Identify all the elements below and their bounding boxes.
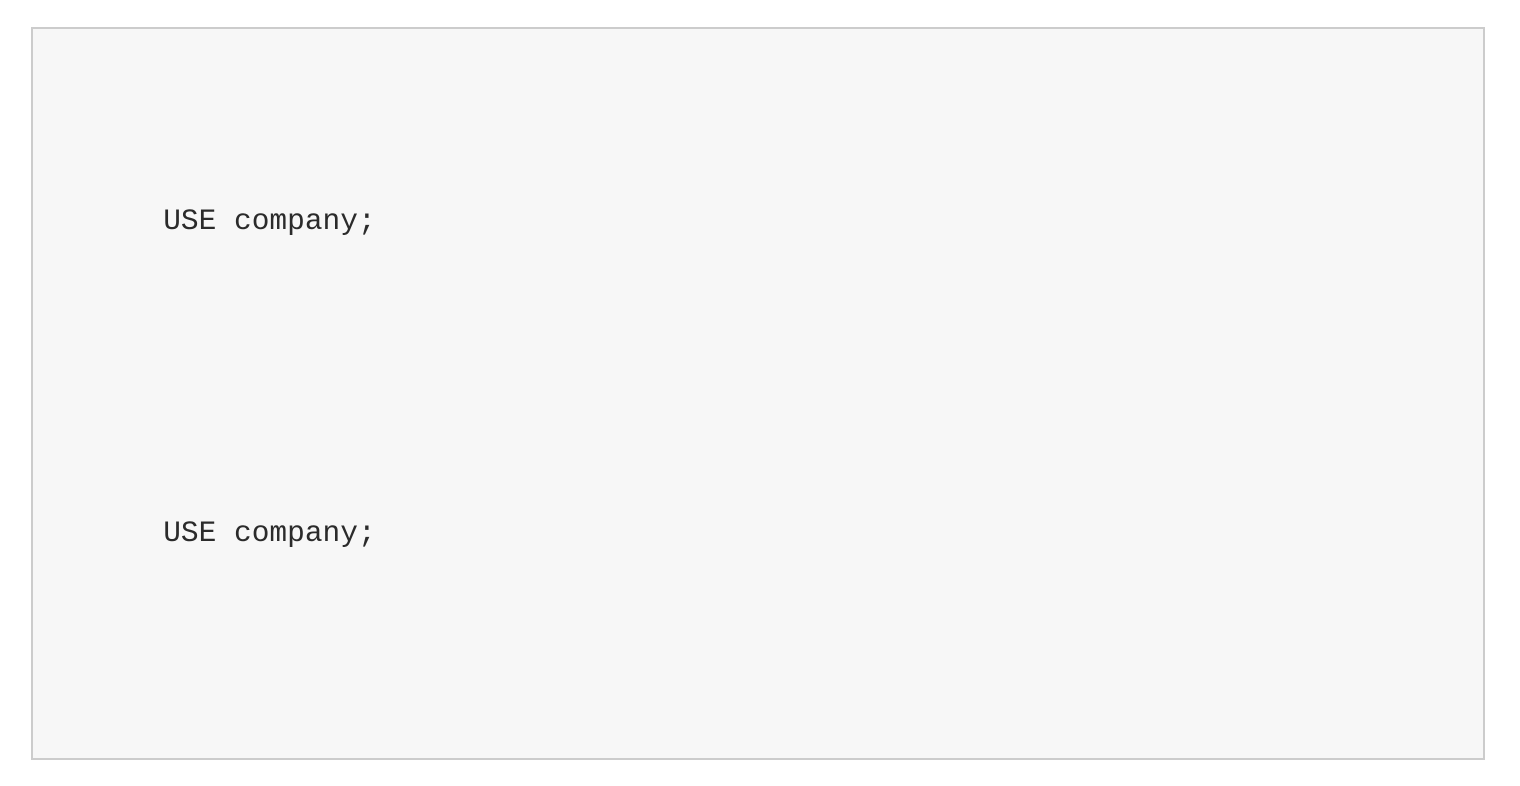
code-text-area[interactable]: USE company; USE company; WITH EmpCTE AS… (57, 46, 1483, 758)
code-line[interactable]: USE company; (57, 163, 1483, 238)
sql-code-editor-panel[interactable]: USE company; USE company; WITH EmpCTE AS… (31, 27, 1485, 760)
code-line[interactable]: USE company; (57, 475, 1483, 550)
code-line-blank[interactable] (57, 631, 1483, 670)
code-line-text: USE company; (163, 516, 376, 550)
code-line-text: USE company; (163, 204, 376, 238)
code-line-blank[interactable] (57, 319, 1483, 358)
